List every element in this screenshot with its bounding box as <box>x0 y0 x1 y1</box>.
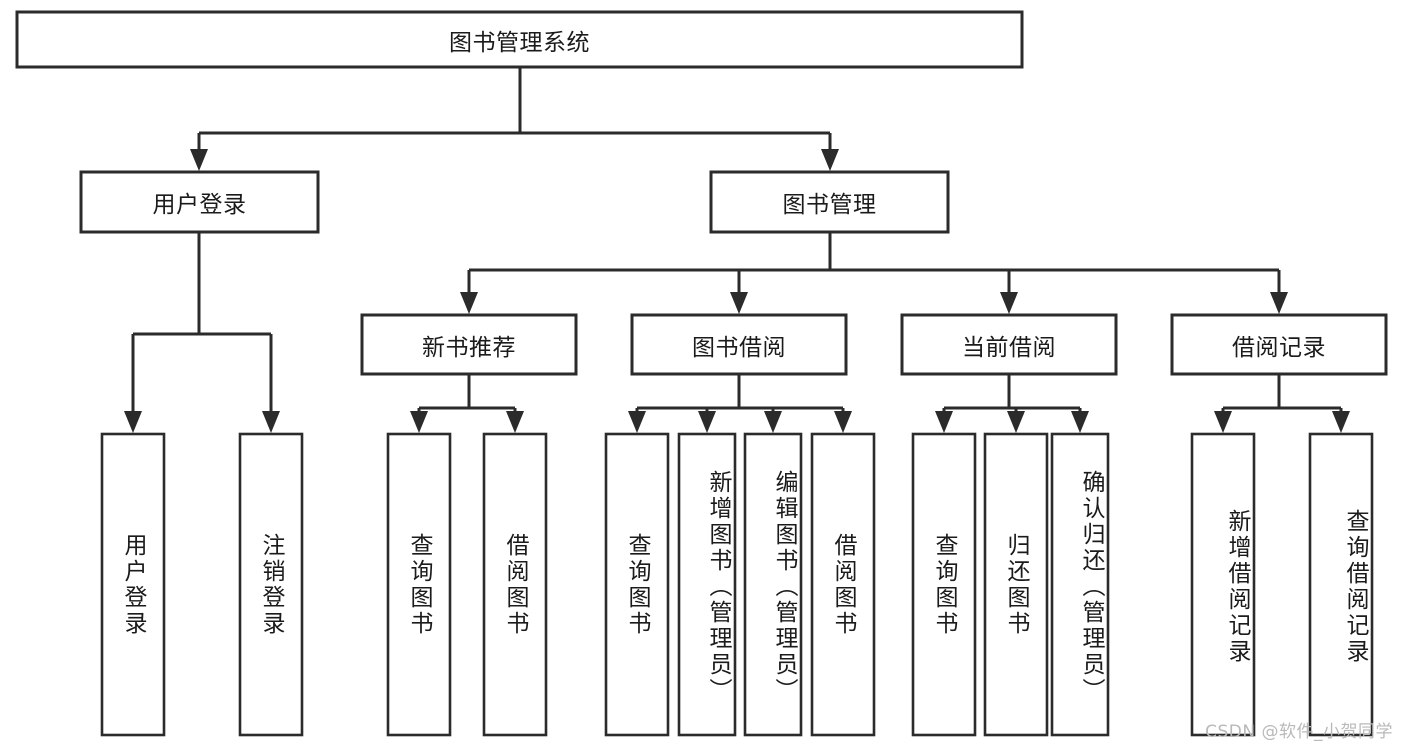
connectors-layer <box>124 67 1350 433</box>
node-box-leaf-confirm-return-admin[interactable] <box>1050 432 1110 737</box>
arrow-head-icon <box>190 149 208 171</box>
node-box-new-book-recommend[interactable] <box>360 313 578 376</box>
node-box-book-management[interactable] <box>709 170 950 234</box>
arrow-head-icon <box>698 411 716 433</box>
arrow-head-icon <box>1332 411 1350 433</box>
arrow-head-icon <box>821 149 839 171</box>
node-box-leaf-edit-book-admin[interactable] <box>743 432 803 737</box>
arrow-head-icon <box>628 411 646 433</box>
node-box-root[interactable] <box>15 10 1024 69</box>
node-box-book-borrow[interactable] <box>630 313 848 376</box>
arrow-head-icon <box>1270 292 1288 314</box>
arrow-head-icon <box>764 411 782 433</box>
arrow-head-icon <box>506 411 524 433</box>
node-box-leaf-borrow-book[interactable] <box>810 432 876 737</box>
arrow-head-icon <box>1071 411 1089 433</box>
node-boxes-layer <box>15 10 1388 737</box>
node-box-leaf-user-login[interactable] <box>100 432 166 737</box>
arrow-head-icon <box>1214 411 1232 433</box>
arrow-head-icon <box>730 292 748 314</box>
node-box-leaf-logout[interactable] <box>238 432 304 737</box>
node-box-leaf-add-borrow-record[interactable] <box>1190 432 1256 737</box>
node-box-leaf-query-book-current[interactable] <box>911 432 977 737</box>
node-box-leaf-query-borrow-record[interactable] <box>1308 432 1374 737</box>
node-box-leaf-return-book[interactable] <box>983 432 1049 737</box>
arrow-head-icon <box>460 292 478 314</box>
csdn-watermark: CSDN @软件_小贺同学 <box>1205 722 1393 742</box>
arrow-head-icon <box>410 411 428 433</box>
arrow-head-icon <box>1000 292 1018 314</box>
node-box-leaf-query-book-borrow[interactable] <box>604 432 670 737</box>
arrow-head-icon <box>834 411 852 433</box>
arrow-head-icon <box>124 411 142 433</box>
arrow-head-icon <box>1007 411 1025 433</box>
arrow-head-icon <box>935 411 953 433</box>
arrow-head-icon <box>262 411 280 433</box>
node-box-borrow-records[interactable] <box>1170 313 1388 376</box>
node-box-user-login[interactable] <box>79 170 320 234</box>
node-box-leaf-query-book-recommend[interactable] <box>386 432 452 737</box>
node-box-leaf-borrow-book-recommend[interactable] <box>482 432 548 737</box>
node-box-current-borrow[interactable] <box>900 313 1118 376</box>
node-box-leaf-add-book-admin[interactable] <box>677 432 737 737</box>
